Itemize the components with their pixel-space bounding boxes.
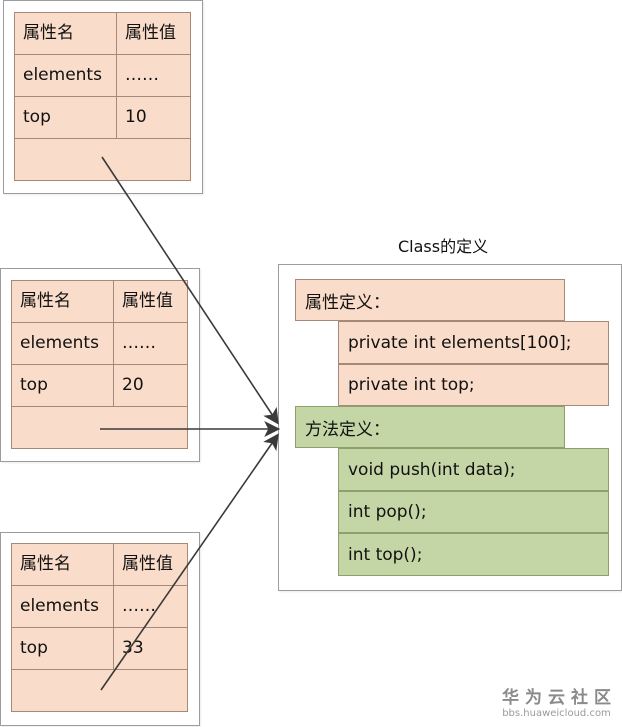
watermark-brand: 华为云社区: [502, 687, 617, 708]
object-2-row-top: top 20: [11, 364, 188, 407]
object-1-elements-value: ……: [116, 54, 191, 97]
object-2-elements-name: elements: [11, 322, 114, 365]
object-2-top-value: 20: [113, 364, 188, 407]
object-1-row-top: top 10: [14, 96, 191, 139]
object-3-row-top: top 33: [11, 627, 188, 670]
attribute-elements: private int elements[100];: [338, 321, 609, 364]
object-2-header-row: 属性名 属性值: [11, 280, 188, 323]
method-top: int top();: [338, 533, 609, 576]
object-1-table: 属性名 属性值 elements …… top 10: [14, 12, 191, 181]
attributes-heading: 属性定义：: [295, 279, 565, 321]
class-definition-title: Class的定义: [398, 237, 489, 256]
object-2-class-pointer-cell: [11, 406, 188, 449]
object-1-class-pointer-row: [14, 138, 191, 181]
object-2-table: 属性名 属性值 elements …… top 20: [11, 280, 188, 449]
object-1-header-name: 属性名: [14, 12, 117, 55]
object-1-top-name: top: [14, 96, 117, 139]
object-3-elements-value: ……: [113, 585, 188, 628]
object-3-header-name: 属性名: [11, 543, 114, 586]
object-2-elements-value: ……: [113, 322, 188, 365]
object-3-elements-name: elements: [11, 585, 114, 628]
object-3-table: 属性名 属性值 elements …… top 33: [11, 543, 188, 712]
object-1-header-value: 属性值: [116, 12, 191, 55]
class-definition-box: 属性定义： private int elements[100]; private…: [278, 264, 622, 591]
object-1-elements-name: elements: [14, 54, 117, 97]
object-1-header-row: 属性名 属性值: [14, 12, 191, 55]
object-1-class-pointer-cell: [14, 138, 191, 181]
object-1-row-elements: elements ……: [14, 54, 191, 97]
method-push: void push(int data);: [338, 448, 609, 491]
object-3-class-pointer-cell: [11, 669, 188, 712]
huawei-cloud-watermark: 华为云社区 bbs.huaweicloud.com: [502, 688, 611, 719]
attribute-top: private int top;: [338, 364, 609, 406]
object-2-header-value: 属性值: [113, 280, 188, 323]
object-3-top-value: 33: [113, 627, 188, 670]
object-2-row-elements: elements ……: [11, 322, 188, 365]
watermark-url: bbs.huaweicloud.com: [502, 708, 611, 719]
object-2-header-name: 属性名: [11, 280, 114, 323]
object-3-header-row: 属性名 属性值: [11, 543, 188, 586]
object-3-class-pointer-row: [11, 669, 188, 712]
object-3-row-elements: elements ……: [11, 585, 188, 628]
object-3-top-name: top: [11, 627, 114, 670]
method-pop: int pop();: [338, 491, 609, 533]
object-2-top-name: top: [11, 364, 114, 407]
object-1-top-value: 10: [116, 96, 191, 139]
methods-heading: 方法定义：: [295, 406, 565, 448]
object-2-class-pointer-row: [11, 406, 188, 449]
object-3-header-value: 属性值: [113, 543, 188, 586]
